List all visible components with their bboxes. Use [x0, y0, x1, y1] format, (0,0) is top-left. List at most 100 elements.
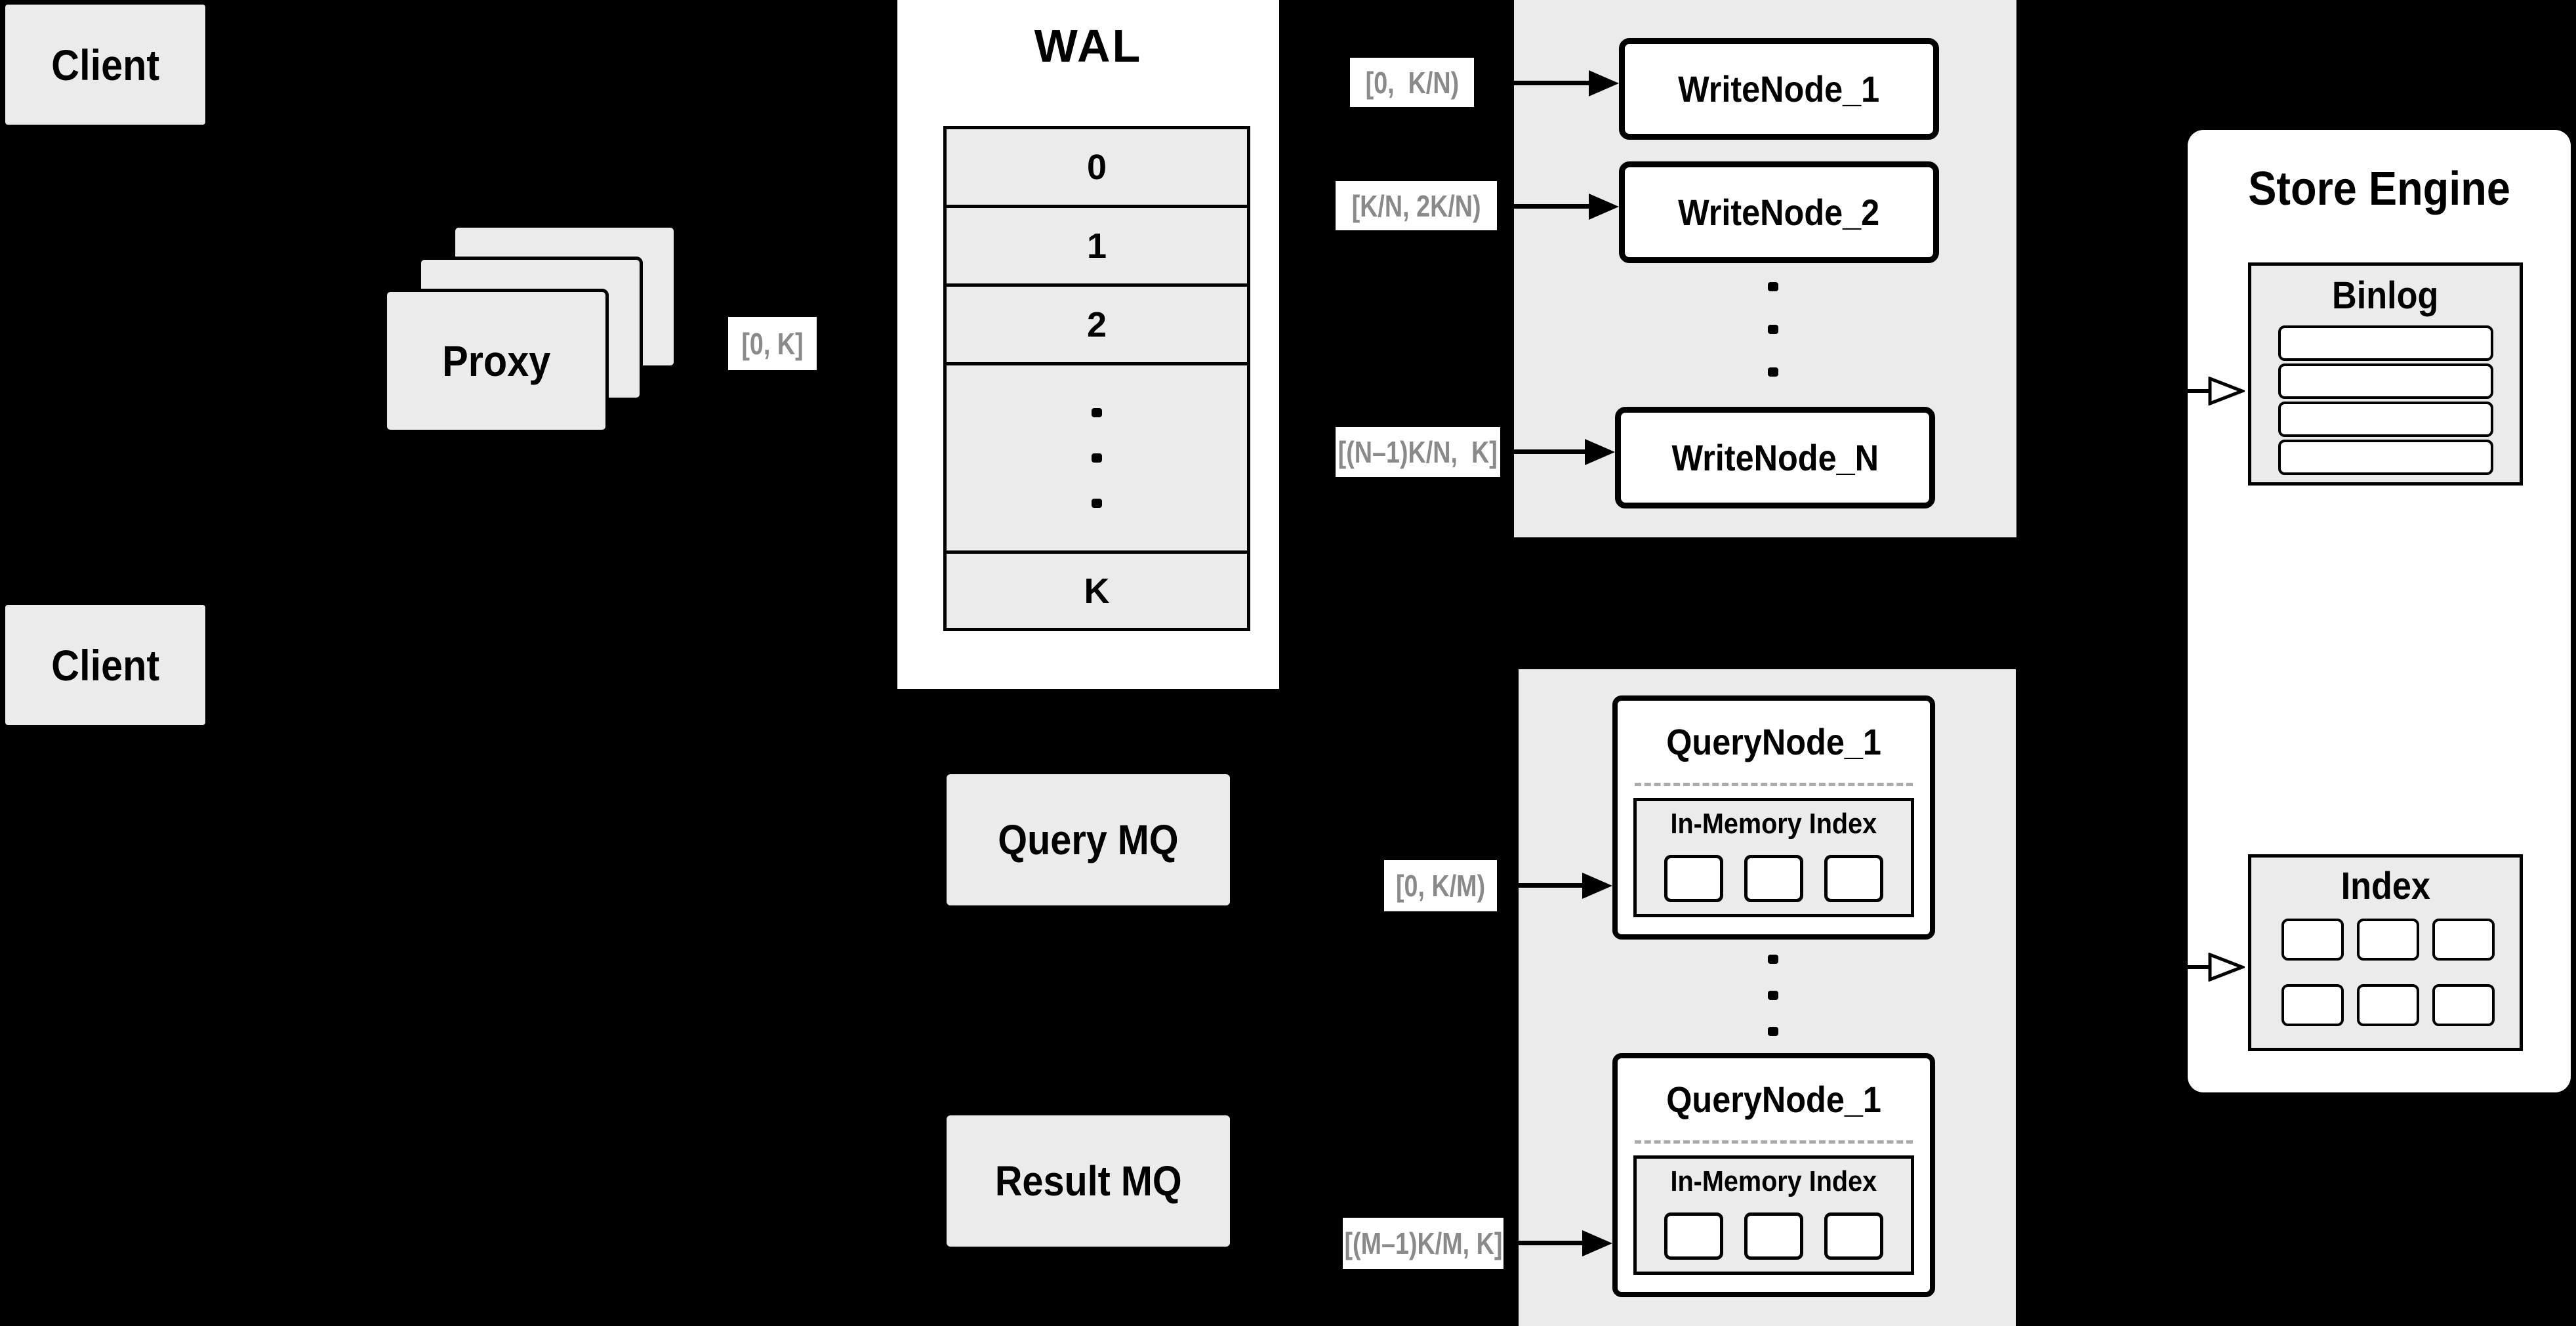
- write-range-label-2: [K/N, 2K/N): [1336, 181, 1497, 230]
- arrow-shaft: [1497, 204, 1589, 209]
- wal-row: 1: [947, 205, 1247, 283]
- memory-segment: [1824, 1212, 1883, 1260]
- write-node-2: WriteNode_2: [1619, 161, 1939, 263]
- store-engine-title: Store Engine: [2248, 163, 2510, 215]
- arrow-shaft: [1474, 81, 1589, 85]
- query-mq-label: Query MQ: [998, 816, 1179, 863]
- index-cell: [2281, 984, 2344, 1026]
- query-node-2-title-row: QueryNode_1: [1618, 1058, 1930, 1140]
- binlog-row: [2278, 325, 2493, 361]
- binlog-rows: [2278, 325, 2493, 475]
- wal-title-row: WAL: [897, 0, 1279, 92]
- open-arrow-right-icon: [2208, 377, 2245, 405]
- vertical-ellipsis-icon: [1768, 991, 1778, 1000]
- write-range-text-2: [K/N, 2K/N): [1351, 188, 1481, 223]
- wal-row-1: 1: [1086, 226, 1107, 266]
- proxy-range-text: [0, K]: [741, 326, 804, 361]
- memory-segment: [1664, 855, 1723, 902]
- memory-segments-row: [1664, 1212, 1883, 1260]
- vertical-ellipsis-icon: [1768, 325, 1778, 334]
- result-mq-label: Result MQ: [994, 1157, 1182, 1205]
- arrow-shaft: [2020, 389, 2212, 393]
- index-cell: [2357, 919, 2419, 961]
- arrow-right-icon: [1589, 70, 1619, 96]
- wal-row-2: 2: [1086, 304, 1107, 344]
- wal-ellipsis-row: [947, 362, 1247, 550]
- wal-row: 0: [947, 126, 1247, 205]
- index-box: Index: [2248, 854, 2523, 1051]
- arrow-shaft: [1497, 883, 1582, 888]
- query-node-1-title: QueryNode_1: [1666, 721, 1881, 762]
- arrow-right-icon: [1589, 194, 1619, 220]
- client-top-label: Client: [51, 40, 160, 89]
- store-engine-panel: Store Engine Binlog Index: [2188, 130, 2571, 1092]
- query-range-text-2: [(M–1)K/M, K]: [1344, 1226, 1502, 1260]
- proxy-card: Proxy: [384, 289, 609, 433]
- query-range-label-1: [0, K/M): [1384, 860, 1497, 911]
- binlog-box: Binlog: [2248, 262, 2523, 486]
- memory-index-box: In-Memory Index: [1633, 1155, 1914, 1275]
- write-node-n: WriteNode_N: [1615, 407, 1935, 508]
- memory-segments-row: [1664, 855, 1883, 902]
- vertical-ellipsis-icon: [1768, 955, 1778, 964]
- query-range-text-1: [0, K/M): [1395, 869, 1486, 903]
- client-box-top: Client: [5, 5, 205, 125]
- memory-index-label: In-Memory Index: [1670, 1165, 1877, 1197]
- open-arrow-right-icon: [2208, 953, 2245, 982]
- binlog-row: [2278, 363, 2493, 399]
- write-range-label-1: [0, K/N): [1350, 58, 1474, 107]
- wal-row-0: 0: [1086, 147, 1107, 187]
- index-title: Index: [2341, 865, 2430, 907]
- write-node-2-label: WriteNode_2: [1678, 192, 1880, 233]
- index-cell: [2432, 919, 2495, 961]
- memory-index-box: In-Memory Index: [1633, 798, 1914, 917]
- index-cell: [2281, 919, 2344, 961]
- wal-table: 0 1 2 K: [943, 126, 1250, 631]
- binlog-row: [2278, 402, 2493, 437]
- binlog-title: Binlog: [2332, 274, 2439, 317]
- arrow-shaft: [1503, 1241, 1582, 1245]
- wal-row-k: K: [1084, 571, 1110, 611]
- memory-segment: [1664, 1212, 1723, 1260]
- query-node-2-title: QueryNode_1: [1666, 1079, 1881, 1120]
- dashed-divider: [1635, 783, 1913, 786]
- dashed-divider: [1635, 1140, 1913, 1144]
- memory-index-label: In-Memory Index: [1670, 808, 1877, 840]
- vertical-ellipsis-icon: [1768, 1027, 1778, 1036]
- write-range-text-1: [0, K/N): [1365, 65, 1459, 100]
- memory-segment: [1744, 1212, 1803, 1260]
- vertical-ellipsis-icon: [1092, 408, 1102, 417]
- vertical-ellipsis-icon: [1768, 282, 1778, 291]
- write-range-label-3: [(N–1)K/N, K]: [1336, 427, 1500, 477]
- query-node-1-title-row: QueryNode_1: [1618, 701, 1930, 783]
- query-mq-box: Query MQ: [947, 774, 1230, 905]
- index-cell: [2432, 984, 2495, 1026]
- arrow-right-icon: [1582, 873, 1612, 899]
- arrow-right-icon: [1582, 1230, 1612, 1256]
- arrow-right-icon: [1585, 439, 1615, 465]
- wal-row: K: [947, 550, 1247, 628]
- memory-segment: [1824, 855, 1883, 902]
- write-node-1: WriteNode_1: [1619, 38, 1939, 140]
- wal-panel: WAL 0 1 2 K: [897, 0, 1279, 689]
- proxy-label: Proxy: [441, 337, 551, 385]
- query-node-1: QueryNode_1 In-Memory Index: [1612, 695, 1935, 940]
- wal-title: WAL: [1034, 20, 1143, 72]
- memory-segment: [1744, 855, 1803, 902]
- vertical-ellipsis-icon: [1092, 499, 1102, 508]
- write-node-n-label: WriteNode_N: [1671, 437, 1879, 478]
- binlog-row: [2278, 440, 2493, 475]
- vertical-ellipsis-icon: [1092, 453, 1102, 463]
- client-box-bottom: Client: [5, 605, 205, 725]
- arrow-shaft: [2020, 965, 2212, 969]
- wal-row: 2: [947, 283, 1247, 362]
- store-engine-title-row: Store Engine: [2188, 130, 2571, 248]
- index-cell: [2357, 984, 2419, 1026]
- proxy-range-label: [0, K]: [728, 317, 817, 370]
- arrow-shaft: [1500, 449, 1585, 454]
- write-range-text-3: [(N–1)K/N, K]: [1338, 435, 1498, 469]
- result-mq-box: Result MQ: [947, 1115, 1230, 1247]
- query-range-label-2: [(M–1)K/M, K]: [1343, 1218, 1503, 1269]
- index-cells: [2281, 919, 2495, 1026]
